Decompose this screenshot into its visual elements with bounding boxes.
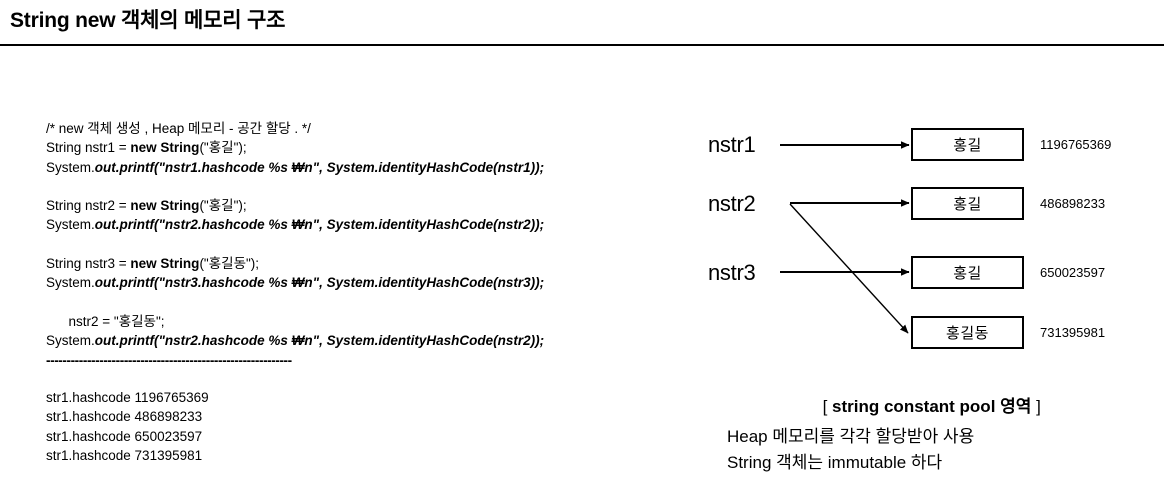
code-emphasis: out.printf("nstr1.hashcode %s ₩n", Syste… <box>94 159 545 175</box>
code-keyword: new String <box>130 140 200 156</box>
memory-box-2: 홍길 <box>911 187 1024 220</box>
pool-caption-text: string constant pool 영역 <box>832 397 1032 416</box>
variable-label-nstr1: nstr1 <box>708 132 756 157</box>
arrow-nstr2-to-box4 <box>789 203 909 334</box>
memory-box-4: 홍길동 <box>911 316 1024 349</box>
diagram-arrows <box>780 141 910 334</box>
memory-diagram: nstr1 nstr2 nstr3 홍길 홍길 홍길 홍길동 119676536… <box>690 110 1164 370</box>
code-blank-line <box>46 293 666 312</box>
code-text: ("홍길"); <box>199 198 247 214</box>
code-line: /* new 객체 생성 , Heap 메모리 - 공간 할당 . */ <box>46 121 311 136</box>
pool-caption: [ string constant pool 영역 ] <box>690 372 1164 417</box>
hash-value-3: 650023597 <box>1040 265 1106 280</box>
code-blank-line <box>46 235 666 254</box>
code-line: System.out.printf("nstr2.hashcode %s ₩n"… <box>46 331 666 350</box>
console-line: str1.hashcode 1196765369 <box>46 390 209 405</box>
code-line: System.out.printf("nstr2.hashcode %s ₩n"… <box>46 215 666 234</box>
pool-caption-close-bracket: ] <box>1031 397 1041 416</box>
code-emphasis: out.printf("nstr3.hashcode %s ₩n", Syste… <box>94 275 545 291</box>
memory-box-1: 홍길 <box>911 128 1024 161</box>
diagram-notes: Heap 메모리를 각각 할당받아 사용 String 객체는 immutable… <box>727 424 974 476</box>
code-text: System. <box>46 217 95 233</box>
console-line: str1.hashcode 650023597 <box>46 428 203 444</box>
code-keyword: new String <box>130 198 200 214</box>
code-text: ("홍길"); <box>199 140 247 156</box>
code-text: System. <box>46 333 95 349</box>
code-listing: /* new 객체 생성 , Heap 메모리 - 공간 할당 . */ Stri… <box>46 119 666 370</box>
variable-label-nstr3: nstr3 <box>708 260 756 285</box>
title-divider <box>0 44 1164 46</box>
note-line: String 객체는 immutable 하다 <box>727 453 943 472</box>
code-separator: ----------------------------------------… <box>46 352 292 368</box>
variable-label-nstr2: nstr2 <box>708 191 756 216</box>
code-text: String nstr3 = <box>46 256 131 272</box>
note-line: Heap 메모리를 각각 할당받아 사용 <box>727 427 975 446</box>
code-text: String nstr1 = <box>46 140 131 156</box>
console-line: str1.hashcode 486898233 <box>46 409 203 425</box>
code-line: System.out.printf("nstr1.hashcode %s ₩n"… <box>46 158 666 177</box>
console-line: str1.hashcode 731395981 <box>46 447 203 463</box>
code-line: System.out.printf("nstr3.hashcode %s ₩n"… <box>46 273 666 292</box>
code-emphasis: out.printf("nstr2.hashcode %s ₩n", Syste… <box>94 217 545 233</box>
memory-box-3: 홍길 <box>911 256 1024 289</box>
page-title: String new 객체의 메모리 구조 <box>10 9 286 32</box>
code-text: System. <box>46 159 95 175</box>
code-text: ("홍길동"); <box>199 256 260 272</box>
code-text: System. <box>46 275 95 291</box>
code-line: String nstr1 = new String("홍길"); <box>46 138 666 157</box>
code-keyword: new String <box>130 256 200 272</box>
hash-value-1: 1196765369 <box>1040 137 1112 152</box>
code-line: String nstr3 = new String("홍길동"); <box>46 254 666 273</box>
console-output: str1.hashcode 1196765369 str1.hashcode 48… <box>46 388 209 465</box>
code-line: nstr2 = "홍길동"; <box>46 313 165 329</box>
pool-caption-open-bracket: [ <box>822 397 833 416</box>
hash-value-2: 486898233 <box>1040 196 1106 211</box>
code-text: String nstr2 = <box>46 198 131 214</box>
code-emphasis: out.printf("nstr2.hashcode %s ₩n", Syste… <box>94 333 545 349</box>
code-line: String nstr2 = new String("홍길"); <box>46 196 666 215</box>
code-blank-line <box>46 177 666 196</box>
hash-value-4: 731395981 <box>1040 325 1106 340</box>
